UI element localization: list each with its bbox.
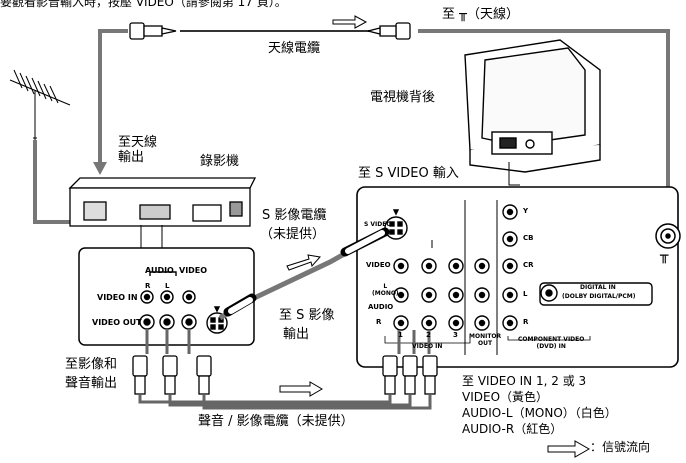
- label-to-antenna-terminal: 至 ╥（天線）: [442, 7, 519, 22]
- signal-arrow-top: [332, 15, 368, 29]
- vcr-label-l: L: [165, 282, 170, 290]
- vcr-unit: [68, 177, 257, 227]
- antenna-cable: [98, 29, 670, 222]
- label-audio-r-red: AUDIO-R（紅色）: [462, 422, 563, 436]
- tv-label-monitor-out: MONITOR OUT: [469, 333, 502, 347]
- rca-plugs: [132, 355, 438, 395]
- legend-signal-arrow: [547, 440, 591, 458]
- label-av-cable: 聲音 / 影像電纜（未提供）: [198, 414, 354, 429]
- tv-label-dolby: (DOLBY DIGITAL/PCM): [562, 293, 636, 300]
- tv-label-l-mono: L (MONO): [372, 283, 399, 297]
- signal-arrow-av: [279, 381, 323, 397]
- tv-label-video: VIDEO: [366, 261, 391, 269]
- label-vcr: 錄影機: [200, 154, 240, 169]
- tv-label-2: 2: [426, 331, 431, 339]
- antenna-lead: [33, 140, 82, 224]
- antenna-symbol-icon: ╥: [660, 248, 669, 264]
- label-to-s-video-input: 至 S VIDEO 輸入: [358, 166, 459, 181]
- antenna-plug-left: [129, 22, 177, 40]
- tv-panel-dividers: [431, 200, 498, 355]
- tv-label-audio: AUDIO: [368, 303, 394, 311]
- tv-label-video-in: VIDEO IN: [412, 343, 443, 350]
- outdoor-antenna: [9, 69, 71, 140]
- label-to-antenna-output: 至天線 輸出: [118, 135, 158, 165]
- label-s-video-cable: S 影像電纜: [262, 208, 327, 223]
- vcr-label-video-in: VIDEO IN: [97, 293, 138, 302]
- av-cable: [138, 329, 432, 410]
- tv-label-1: 1: [398, 331, 403, 339]
- label-antenna-cable: 天線電纜: [268, 41, 321, 56]
- signal-arrow-svideo: [286, 254, 321, 271]
- tv-label-y: Y: [523, 207, 529, 215]
- arrow-to-vcr: [93, 162, 107, 175]
- tv-callout-line: [508, 162, 520, 186]
- tv-label-component-r: R: [523, 318, 529, 326]
- label-tv-rear: 電視機背後: [370, 90, 436, 105]
- label-s-video-cable-not-supplied: （未提供）: [260, 227, 326, 242]
- tv-label-cr: CR: [523, 261, 534, 269]
- label-to-av-out: 至影像和: [65, 357, 118, 372]
- label-video-yellow: VIDEO（黃色）: [462, 390, 549, 404]
- tv-label-3: 3: [453, 331, 458, 339]
- television: [464, 39, 601, 173]
- s-video-cable: [218, 227, 390, 321]
- tv-label-component-video: COMPONENT VIDEO (DVD) IN: [518, 336, 585, 350]
- tv-jacks: [384, 204, 653, 344]
- label-av-out: 聲音輸出: [65, 376, 118, 391]
- label-audio-l-white: AUDIO-L（MONO）（白色）: [462, 406, 617, 420]
- label-to-s-video-out: 至 S 影像: [279, 308, 335, 323]
- label-signal-flow: ：信號流向: [590, 440, 651, 454]
- antenna-terminal: [655, 223, 681, 249]
- tv-label-r: R: [376, 318, 382, 326]
- vcr-label-video-out: VIDEO OUT: [92, 318, 142, 327]
- tv-label-digital-in: DIGITAL IN: [580, 284, 616, 291]
- tv-label-component-l: L: [523, 290, 528, 298]
- label-to-video-in: 至 VIDEO IN 1, 2 或 3: [462, 374, 587, 388]
- tv-label-cb: CB: [523, 234, 534, 242]
- antenna-plug-right: [367, 22, 411, 40]
- tv-rear-panel: [356, 186, 679, 368]
- tv-label-s-video: S VIDEO: [364, 221, 392, 228]
- vcr-label-video: VIDEO: [179, 266, 208, 275]
- vcr-label-audio: AUDIO: [145, 266, 174, 275]
- label-output: 輸出: [283, 327, 310, 342]
- vcr-label-r: R: [145, 282, 151, 290]
- header-instruction: 要觀看影音輸入時，按壓 VIDEO（請參閱第 17 頁）。: [0, 0, 287, 9]
